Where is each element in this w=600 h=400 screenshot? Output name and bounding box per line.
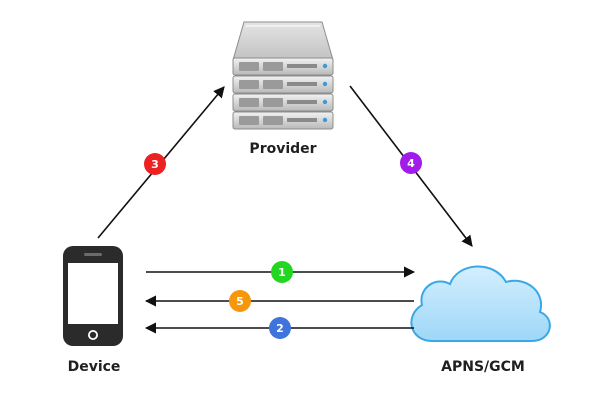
cloud-icon — [410, 265, 551, 342]
step-badge-1: 1 — [271, 261, 293, 283]
server-icon — [232, 21, 334, 130]
step-badge-1-number: 1 — [278, 266, 286, 279]
step-badge-2: 2 — [269, 317, 291, 339]
provider-label: Provider — [249, 141, 317, 157]
step-badge-3-circle — [144, 153, 166, 175]
smartphone-icon — [63, 246, 123, 346]
apns-gcm-label: APNS/GCM — [441, 359, 525, 375]
step-badge-5: 5 — [229, 290, 251, 312]
step-badge-2-number: 2 — [276, 322, 284, 335]
step-badge-3-number: 3 — [151, 158, 159, 171]
step-badge-1-circle — [271, 261, 293, 283]
step-badge-4-number: 4 — [407, 157, 415, 170]
step-badge-5-circle — [229, 290, 251, 312]
step-badge-4: 4 — [400, 152, 422, 174]
step-badge-5-number: 5 — [236, 295, 244, 308]
step-badge-3: 3 — [144, 153, 166, 175]
device-label: Device — [67, 359, 121, 375]
step-badge-4-circle — [400, 152, 422, 174]
step-badge-2-circle — [269, 317, 291, 339]
